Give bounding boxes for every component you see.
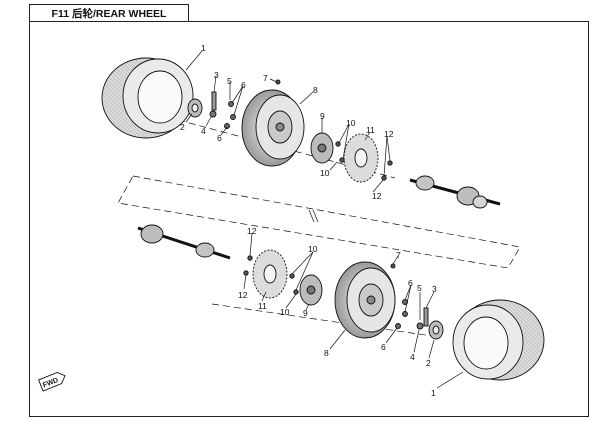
callout: 12: [247, 226, 257, 236]
callout: 6: [241, 80, 246, 90]
callout: 10: [346, 118, 356, 128]
callout: 6: [217, 133, 222, 143]
callout: 10: [280, 307, 290, 317]
callout: 5: [417, 283, 422, 293]
callout: 1: [431, 388, 436, 398]
callout: 11: [258, 301, 267, 311]
callout: 2: [426, 358, 431, 368]
leader-lines: [185, 50, 464, 389]
fwd-direction-badge: FWD: [38, 371, 66, 392]
callout-labels: 1 2 3 4 5 6 6 7 8 9 10 10 11 12 12 12 12…: [180, 43, 437, 398]
bottom-rim: [334, 261, 396, 339]
top-hub-flange: [310, 132, 334, 164]
callout: 12: [238, 290, 248, 300]
bottom-drive-shaft: [137, 224, 231, 260]
callout: 12: [372, 191, 382, 201]
callout: 10: [308, 244, 318, 254]
top-tire: [101, 57, 194, 139]
callout: 4: [410, 352, 415, 362]
callout: 9: [320, 111, 325, 121]
callout: 3: [214, 70, 219, 80]
bottom-tire: [452, 299, 545, 381]
page-title: F11 后轮/REAR WHEEL: [29, 4, 189, 22]
bottom-hub-flange: [299, 274, 323, 306]
top-hub-nut: [187, 98, 203, 118]
callout: 12: [384, 129, 394, 139]
callout: 7: [263, 73, 268, 83]
callout: 3: [432, 284, 437, 294]
top-rim: [241, 89, 305, 167]
top-bolts: [335, 141, 393, 181]
top-drive-shaft: [409, 175, 501, 209]
callout: 2: [180, 122, 185, 132]
callout: 6: [381, 342, 386, 352]
callout: 6: [408, 278, 413, 288]
bottom-hub-nut: [428, 320, 444, 340]
top-brake-disc: [343, 133, 379, 183]
callout: 8: [313, 85, 318, 95]
bottom-small-parts: [390, 263, 429, 330]
callout: 4: [201, 126, 206, 136]
callout: 1: [201, 43, 206, 53]
callout: 7: [396, 250, 401, 260]
callout: 8: [324, 348, 329, 358]
callout: 9: [303, 308, 308, 318]
callout: 5: [227, 76, 232, 86]
callout: 11: [366, 125, 375, 135]
callout: 10: [320, 168, 330, 178]
bottom-brake-disc: [252, 249, 288, 299]
